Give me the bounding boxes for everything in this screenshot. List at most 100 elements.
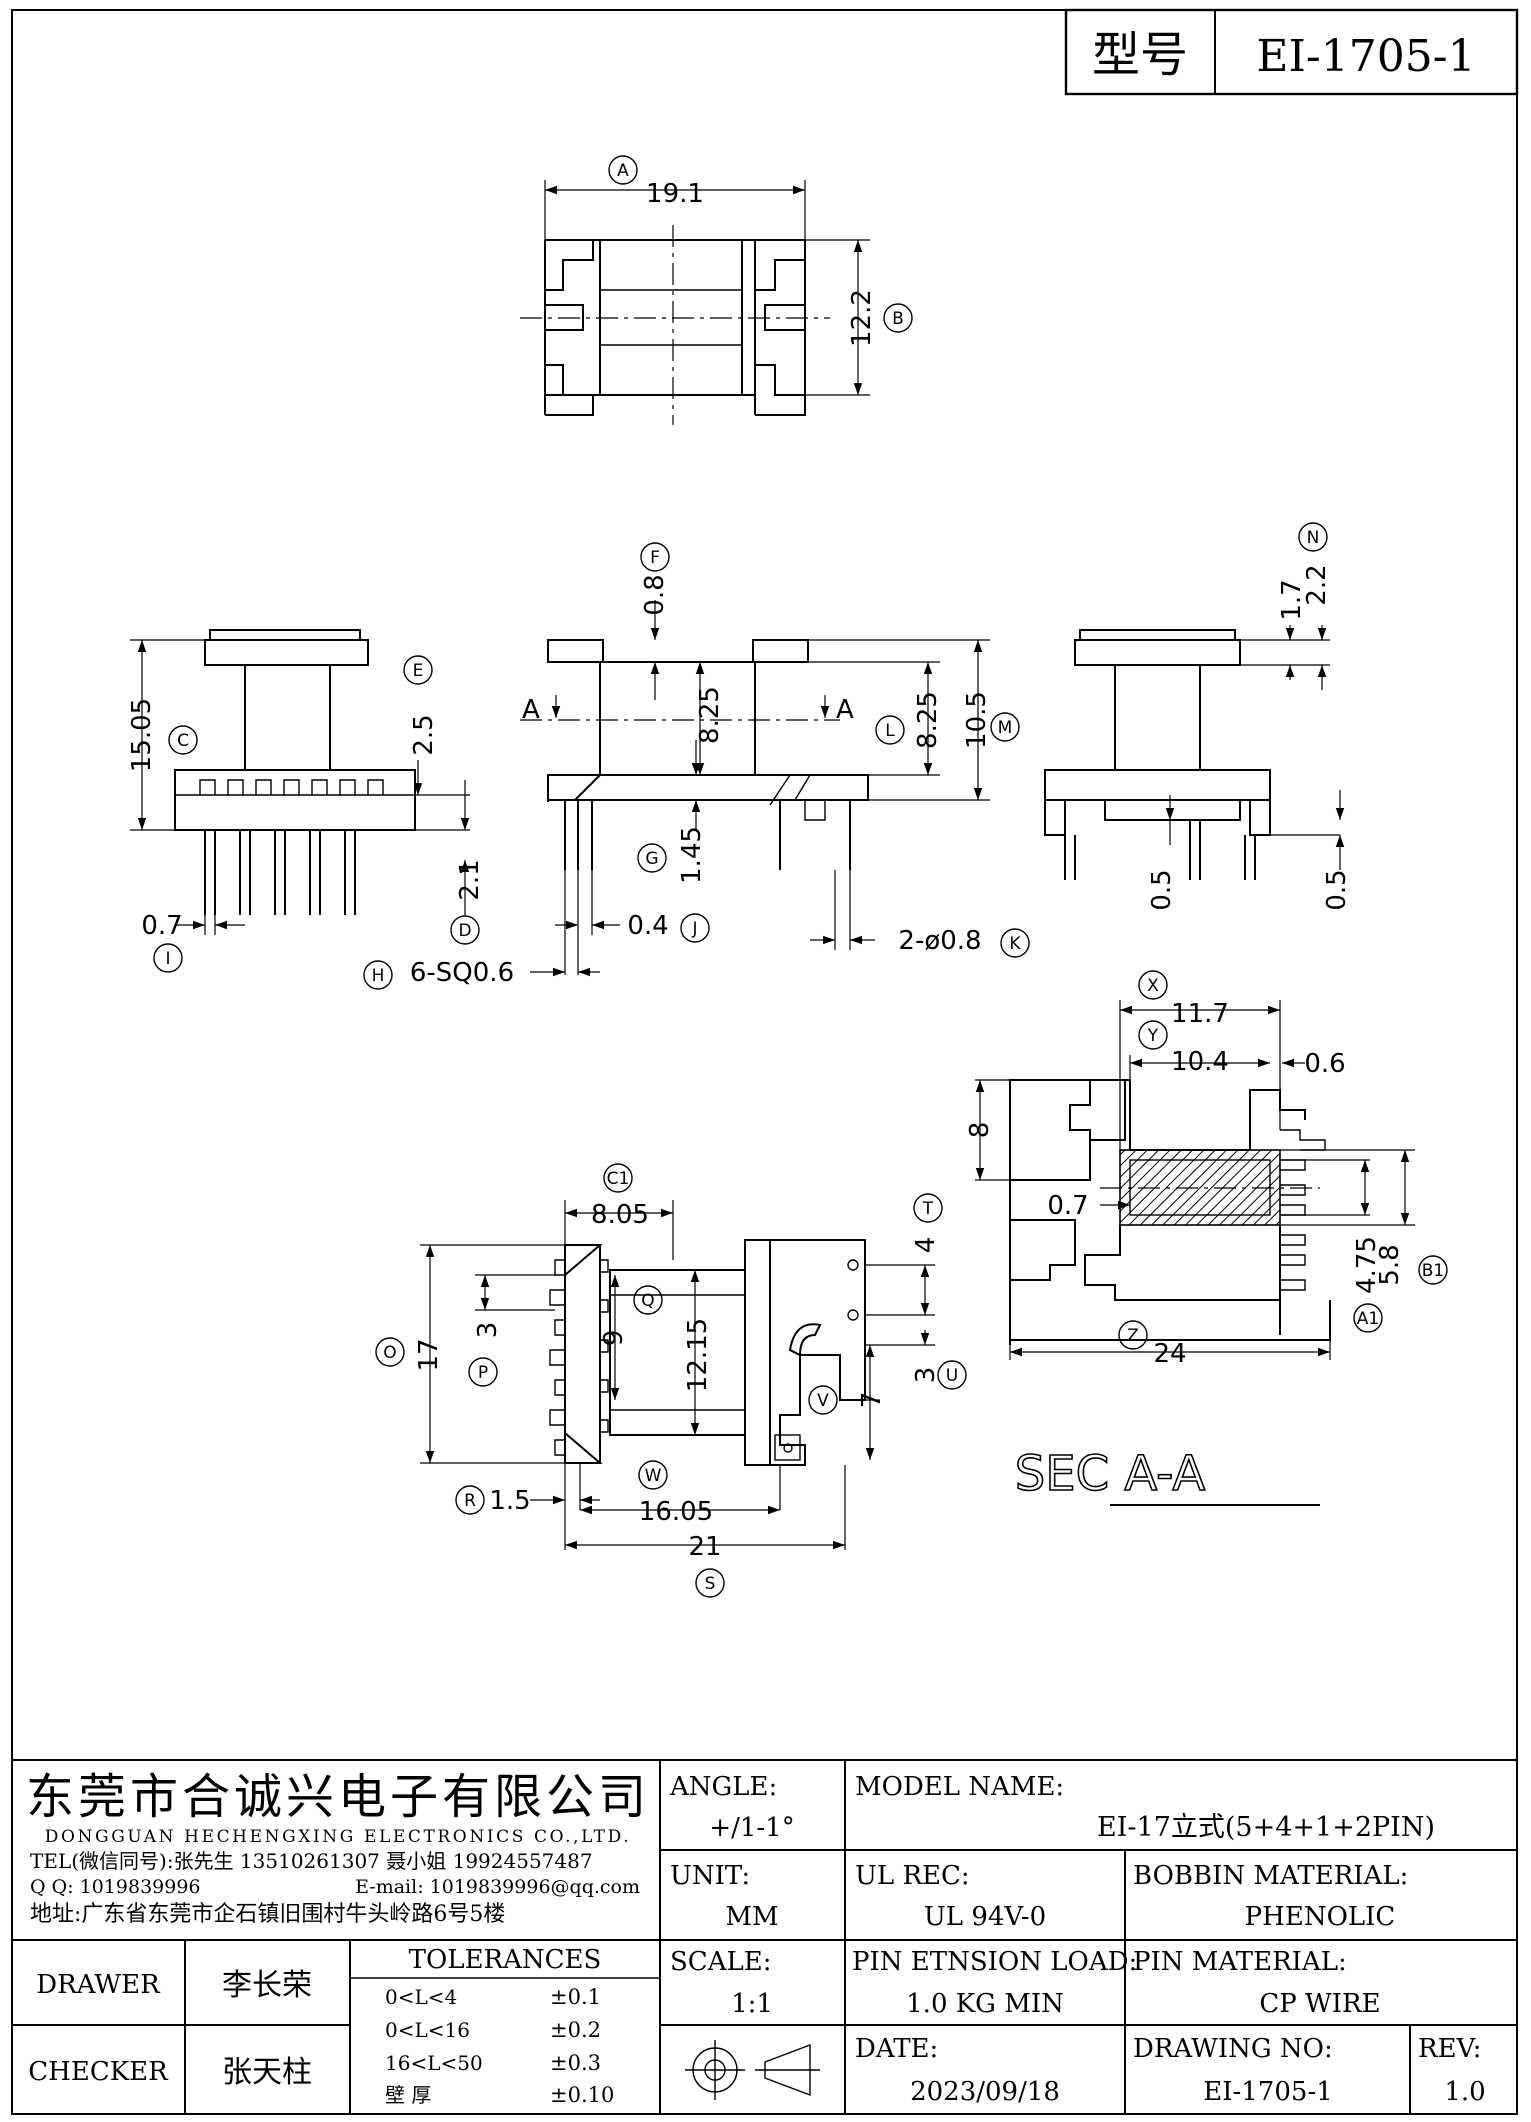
dim-f-0-8: 0.8 — [640, 574, 670, 615]
dim-b-16-05: 16.05 — [639, 1497, 713, 1527]
callouts: A B C D E F G H I J K L M N X Y Z A1 B1 … — [153, 155, 1448, 1598]
svg-text:J: J — [691, 919, 697, 939]
section-a-right: A — [836, 695, 854, 725]
tol-range-1: 0<L<16 — [385, 2018, 470, 2042]
svg-text:S: S — [705, 1574, 716, 1594]
dim-sec-4-75: 4.75 — [1352, 1236, 1382, 1294]
model-label: MODEL NAME: — [855, 1772, 1064, 1802]
tol-range-2: 16<L<50 — [385, 2051, 483, 2075]
bottom-view: 8.05 17 3 9 12.15 4 3 7 1.5 16.05 21 — [414, 1200, 941, 1562]
svg-text:K: K — [1009, 934, 1021, 954]
svg-text:B1: B1 — [1422, 1261, 1444, 1281]
callout-n: N — [1298, 522, 1328, 552]
callout-w: W — [638, 1460, 668, 1490]
tol-value-0: ±0.1 — [550, 1985, 601, 2009]
dim-b-21: 21 — [688, 1532, 721, 1562]
callout-g: G — [637, 843, 667, 873]
dim-h-sq: 6-SQ0.6 — [410, 958, 514, 988]
svg-text:W: W — [645, 1466, 662, 1486]
drawing-frame — [11, 9, 1518, 2115]
callout-b1: B1 — [1418, 1255, 1448, 1285]
load-label: PIN ETNSION LOAD: — [852, 1947, 1137, 1977]
svg-text:P: P — [478, 1363, 488, 1383]
callout-d: D — [450, 915, 480, 945]
callout-b: B — [883, 303, 913, 333]
front-view-left: 15.05 2.5 2.1 0.7 — [127, 629, 485, 941]
pinmat-label: PIN MATERIAL: — [1133, 1947, 1347, 1977]
dim-inner-8-25: 8.25 — [695, 686, 725, 744]
section-label: SEC A-A — [1015, 1446, 1206, 1502]
rev-label: REV: — [1418, 2034, 1481, 2064]
callout-k: K — [1000, 928, 1030, 958]
header-model: EI-1705-1 — [1256, 31, 1475, 82]
callout-c1: C1 — [603, 1163, 633, 1193]
callout-f: F — [640, 542, 670, 572]
svg-text:H: H — [372, 966, 385, 986]
header-box: 型号 EI-1705-1 — [1064, 8, 1519, 96]
callout-h: H — [363, 960, 393, 990]
dim-sec-0-6: 0.6 — [1304, 1049, 1345, 1079]
projection-symbol — [685, 2040, 820, 2100]
rev-value: 1.0 — [1444, 2077, 1485, 2107]
dim-b-12-15: 12.15 — [683, 1318, 713, 1392]
dim-b-4: 4 — [911, 1237, 941, 1254]
tol-range-3: 壁 厚 — [385, 2083, 431, 2107]
ul-label: UL REC: — [855, 1861, 970, 1891]
dim-top-height: 12.2 — [847, 289, 877, 347]
company-name-cn: 东莞市合诚兴电子有限公司 — [26, 1769, 650, 1825]
dim-b-3: 3 — [473, 1322, 503, 1339]
pinmat-value: CP WIRE — [1259, 1989, 1380, 2019]
callout-i: I — [153, 943, 183, 973]
dim-pin-2-1: 2.1 — [455, 859, 485, 900]
date-value: 2023/09/18 — [910, 2077, 1060, 2107]
unit-label: UNIT: — [670, 1861, 750, 1891]
checker-label: CHECKER — [28, 2057, 169, 2087]
header-label: 型号 — [1092, 27, 1188, 83]
svg-text:Z: Z — [1127, 1326, 1139, 1346]
bobbin-value: PHENOLIC — [1245, 1902, 1396, 1932]
callout-a: A — [608, 155, 638, 185]
callout-e: E — [403, 655, 433, 685]
tol-value-1: ±0.2 — [550, 2018, 601, 2042]
svg-text:A: A — [617, 161, 629, 181]
angle-label: ANGLE: — [669, 1772, 777, 1802]
dim-pin-0-7: 0.7 — [141, 911, 182, 941]
callout-o: O — [375, 1337, 405, 1367]
dim-sec-24: 24 — [1153, 1339, 1186, 1369]
side-view-right: 1.7 2.2 0.5 0.5 — [1044, 564, 1352, 911]
svg-text:L: L — [885, 721, 895, 741]
svg-text:T: T — [922, 1199, 934, 1219]
dim-k-pin: 2-ø0.8 — [898, 926, 981, 956]
svg-text:M: M — [998, 718, 1013, 738]
svg-text:O: O — [383, 1343, 396, 1363]
dim-sec-0-7: 0.7 — [1047, 1191, 1088, 1221]
dim-l-8-25: 8.25 — [913, 691, 943, 749]
date-label: DATE: — [855, 2034, 938, 2064]
dim-j-0-4: 0.4 — [627, 911, 668, 941]
unit-value: MM — [725, 1902, 778, 1932]
svg-text:V: V — [817, 1391, 829, 1411]
svg-text:F: F — [650, 548, 660, 568]
callout-x: X — [1138, 970, 1168, 1000]
svg-text:G: G — [645, 849, 658, 869]
svg-text:X: X — [1147, 976, 1159, 996]
dim-b-7: 7 — [857, 1392, 887, 1409]
section-a-a: 11.7 10.4 0.6 8 0.7 4.75 5.8 24 SEC A-A — [965, 999, 1415, 1506]
callout-j: J — [680, 913, 710, 943]
drawer-value: 李长荣 — [222, 1968, 312, 2003]
dim-front-height: 15.05 — [127, 698, 157, 772]
company-email: E-mail: 1019839996@qq.com — [355, 1876, 640, 1898]
svg-text:U: U — [946, 1366, 958, 1386]
callout-s: S — [695, 1568, 725, 1598]
ul-value: UL 94V-0 — [924, 1902, 1046, 1932]
dim-sec-11-7: 11.7 — [1171, 999, 1229, 1029]
dim-b-1-5: 1.5 — [489, 1486, 530, 1516]
tol-value-2: ±0.3 — [550, 2051, 601, 2075]
dim-g-1-45: 1.45 — [677, 826, 707, 884]
dim-b-9: 9 — [599, 1330, 629, 1347]
callout-v: V — [808, 1385, 838, 1415]
svg-text:E: E — [413, 661, 424, 681]
dim-m-10-5: 10.5 — [962, 691, 992, 749]
section-a-left: A — [522, 695, 540, 725]
callout-u: U — [937, 1360, 967, 1390]
